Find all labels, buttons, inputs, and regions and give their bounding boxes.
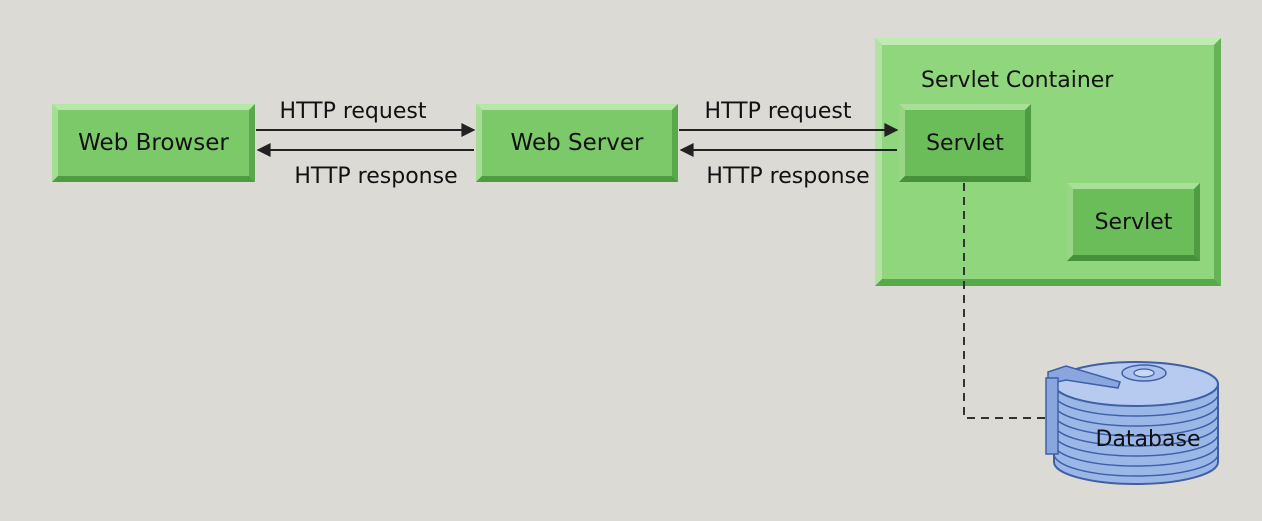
server-servlet-arrows: HTTP request HTTP response — [679, 99, 899, 189]
web-server-label: Web Server — [511, 130, 644, 156]
servlet-secondary-label: Servlet — [1095, 210, 1173, 235]
servlet-container-label: Servlet Container — [921, 68, 1114, 93]
database-node: Database — [1045, 361, 1219, 485]
servlet-primary-node: Servlet — [899, 104, 1031, 182]
servlet-primary-label: Servlet — [926, 131, 1004, 156]
servlet-server-response-label: HTTP response — [706, 164, 869, 189]
web-browser-node: Web Browser — [52, 104, 255, 182]
browser-server-arrows: HTTP request HTTP response — [256, 99, 476, 189]
web-browser-label: Web Browser — [78, 130, 229, 156]
server-servlet-request-label: HTTP request — [705, 99, 852, 124]
servlet-secondary-node: Servlet — [1067, 183, 1200, 261]
server-browser-response-label: HTTP response — [294, 164, 457, 189]
browser-server-request-label: HTTP request — [280, 99, 427, 124]
database-icon — [1045, 361, 1219, 485]
database-label: Database — [1096, 427, 1201, 452]
web-server-node: Web Server — [476, 104, 678, 182]
